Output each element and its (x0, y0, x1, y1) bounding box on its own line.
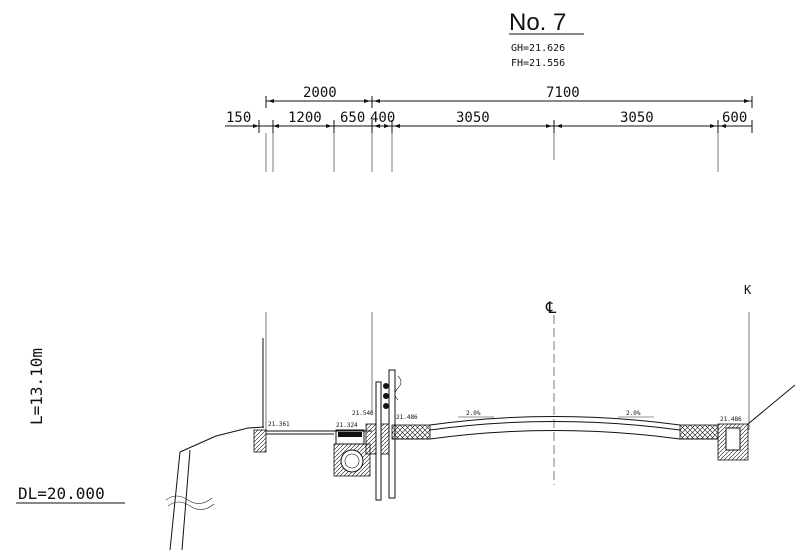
left-sidewalk (266, 430, 372, 435)
extension-ticks (265, 133, 719, 172)
dim-label-7100: 7100 (546, 85, 580, 101)
dim-label-150: 150 (226, 110, 251, 126)
elevation-label-5: 21.486 (720, 416, 742, 423)
lower-dimension-line (225, 120, 753, 133)
dim-label-1200: 1200 (288, 110, 322, 126)
elevation-label-2: 21.324 (336, 422, 358, 429)
slope-label-left: 2.0% (466, 410, 481, 417)
dim-label-3050-right: 3050 (620, 110, 654, 126)
upper-dimension-line (265, 96, 753, 108)
dim-label-650: 650 (340, 110, 365, 126)
slope-label-right: 2.0% (626, 410, 641, 417)
section-title: No. 7 (509, 9, 566, 36)
centerline-mark: ℄ (545, 298, 557, 317)
datum-level-label: DL=20.000 (18, 484, 105, 503)
elevation-label-3: 21.546 (352, 410, 374, 417)
dim-label-400: 400 (370, 110, 395, 126)
elevation-label-4: 21.486 (396, 414, 418, 421)
dim-label-3050-left: 3050 (456, 110, 490, 126)
left-embankment (165, 426, 267, 551)
k-label: K (744, 283, 752, 297)
drainage-chamber (333, 429, 371, 477)
right-gutter (717, 384, 795, 461)
dim-label-2000: 2000 (303, 85, 337, 101)
ground-height-label: GH=21.626 (511, 43, 565, 54)
length-label: L=13.10m (27, 348, 46, 425)
elevation-label-1: 21.361 (268, 421, 290, 428)
dim-label-600: 600 (722, 110, 747, 126)
roadway-pavement (391, 416, 719, 440)
formation-height-label: FH=21.556 (511, 58, 565, 69)
